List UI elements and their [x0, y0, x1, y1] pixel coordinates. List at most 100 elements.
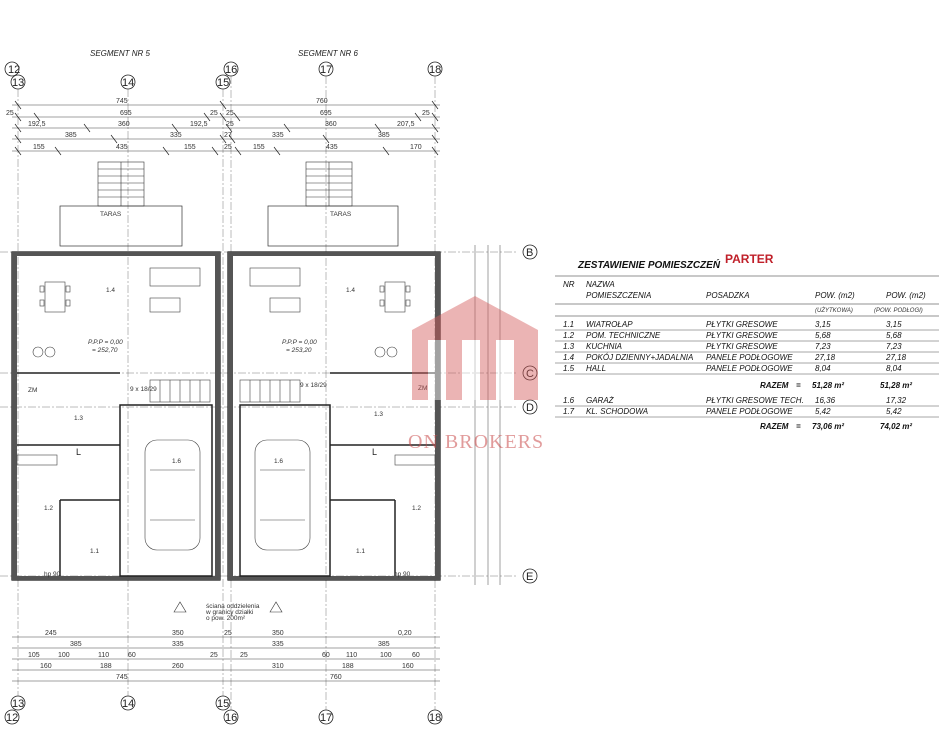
dim-b-110-b: 110 [346, 652, 357, 659]
dim-b-310: 310 [272, 663, 284, 670]
door-label-right: hp 90 [394, 571, 411, 578]
dim-25-d: 25 [422, 110, 430, 117]
dim-695-b: 695 [320, 110, 332, 117]
total-a1: 73,06 m² [812, 422, 844, 431]
subtotal-a1: 51,28 m² [812, 381, 844, 390]
table-cell-a2: 27,18 [885, 353, 907, 362]
room-1-6-left: 1.6 [172, 458, 181, 465]
dim-207-a: 207,5 [397, 121, 415, 128]
note-line-3: o pow. 200m² [206, 615, 246, 622]
table-cell-floor: PŁYTKI GRESOWE [706, 331, 778, 340]
room-1-1-right: 1.1 [356, 548, 365, 555]
table-cell-a1: 3,15 [815, 320, 831, 329]
dim-335-a: 335 [170, 132, 182, 139]
subtotal-a2: 51,28 m² [880, 381, 912, 390]
table-cell-a2: 8,04 [886, 364, 902, 373]
dim-385-a: 385 [65, 132, 77, 139]
dim-170-a: 170 [410, 144, 422, 151]
zm-label-left: ZM [28, 387, 37, 394]
table-cell-name: WIATROŁAP [586, 320, 633, 329]
th-area1: POW. (m2) [815, 291, 855, 300]
table-cell-nr: 1.4 [563, 353, 575, 362]
dim-b-60-b: 60 [322, 652, 330, 659]
table-cell-a2: 7,23 [886, 342, 902, 351]
dim-b-385-a: 385 [70, 641, 82, 648]
door-label-left: hp 90 [44, 571, 61, 578]
dim-385-b: 385 [378, 132, 390, 139]
table-cell-a1: 5,42 [815, 407, 831, 416]
dim-b-160-a: 160 [40, 663, 52, 670]
dim-155-c: 155 [253, 144, 265, 151]
wall-poche [12, 252, 440, 580]
axis-15-top: 15 [217, 77, 229, 89]
dim-25-f: 25 [224, 144, 232, 151]
zm-label-right: ZM [418, 385, 427, 392]
axis-16-bottom: 16 [225, 712, 237, 724]
dim-192-b: 192,5 [190, 121, 208, 128]
axis-13-bottom: 13 [12, 698, 24, 710]
table-cell-a1: 27,18 [814, 353, 836, 362]
stairs-label-right: 9 x 18/29 [300, 382, 327, 389]
dim-b-160-b: 160 [402, 663, 414, 670]
note-line-2: w granicy działki [205, 609, 253, 616]
dim-745-top: 745 [116, 98, 128, 105]
axis-13-top: 13 [12, 77, 24, 89]
level-right-abs: = 253,20 [286, 347, 312, 354]
total-eq: = [796, 422, 801, 431]
dim-b-350-a: 350 [172, 630, 184, 637]
dim-192-a: 192,5 [28, 121, 46, 128]
dim-b-760: 760 [330, 674, 342, 681]
th-name2: POMIESZCZENIA [586, 291, 651, 300]
dim-b-105: 105 [28, 652, 40, 659]
table-cell-nr: 1.3 [563, 342, 575, 351]
table-cell-nr: 1.7 [563, 407, 575, 416]
dim-155-a: 155 [33, 144, 45, 151]
kitchen-l-right: L [372, 447, 377, 457]
table-cell-floor: PŁYTKI GRESOWE TECH. [706, 396, 804, 405]
table-cell-name: KUCHNIA [586, 342, 622, 351]
room-1-2-left: 1.2 [44, 505, 53, 512]
room-1-4-right: 1.4 [346, 287, 355, 294]
dim-25-e: 25 [226, 121, 234, 128]
axis-17-top: 17 [320, 64, 332, 76]
axis-markers-right [522, 244, 538, 584]
table-cell-nr: 1.1 [563, 320, 574, 329]
room-1-6-right: 1.6 [274, 458, 283, 465]
table-cell-name: POM. TECHNICZNE [586, 331, 661, 340]
dim-b-385-b: 385 [378, 641, 390, 648]
table-cell-a1: 8,04 [815, 364, 831, 373]
axis-14-bottom: 14 [122, 698, 134, 710]
axis-16-top: 16 [225, 64, 237, 76]
dim-b-25: 25 [224, 630, 232, 637]
room-1-4-left: 1.4 [106, 287, 115, 294]
dim-25-b: 25 [210, 110, 218, 117]
dim-b-25-b: 25 [240, 652, 248, 659]
terrace-label-right: TARAS [330, 211, 352, 218]
dim-760-top: 760 [316, 98, 328, 105]
table-title: ZESTAWIENIE POMIESZCZEŃ [577, 258, 721, 271]
axis-d: D [526, 402, 534, 414]
th-area2: POW. (m2) [886, 291, 926, 300]
dim-b-260: 260 [172, 663, 184, 670]
th-floor: POSADZKA [706, 291, 750, 300]
table-title-red: PARTER [725, 252, 774, 266]
axis-18-top: 18 [429, 64, 441, 76]
kitchen-l-left: L [76, 447, 81, 457]
table-cell-a1: 5,68 [815, 331, 831, 340]
watermark-text: ON BROKERS [408, 431, 544, 453]
table-cell-a2: 5,42 [886, 407, 902, 416]
level-right: P.P.P = 0,00 [282, 339, 317, 346]
terraces [59, 205, 399, 247]
table-cell-a1: 16,36 [815, 396, 836, 405]
th-name1: NAZWA [586, 280, 615, 289]
dim-b-100-a: 100 [58, 652, 70, 659]
table-cell-floor: PŁYTKI GRESOWE [706, 342, 778, 351]
table-cell-floor: PANELE PODŁOGOWE [706, 407, 793, 416]
dim-b-100-b: 100 [380, 652, 392, 659]
dim-695-a: 695 [120, 110, 132, 117]
table-cell-a2: 3,15 [886, 320, 902, 329]
table-cell-name: POKÓJ DZIENNY+JADALNIA [586, 353, 693, 362]
th-nr: NR [563, 280, 575, 289]
segment-6-title: SEGMENT NR 6 [298, 49, 359, 58]
